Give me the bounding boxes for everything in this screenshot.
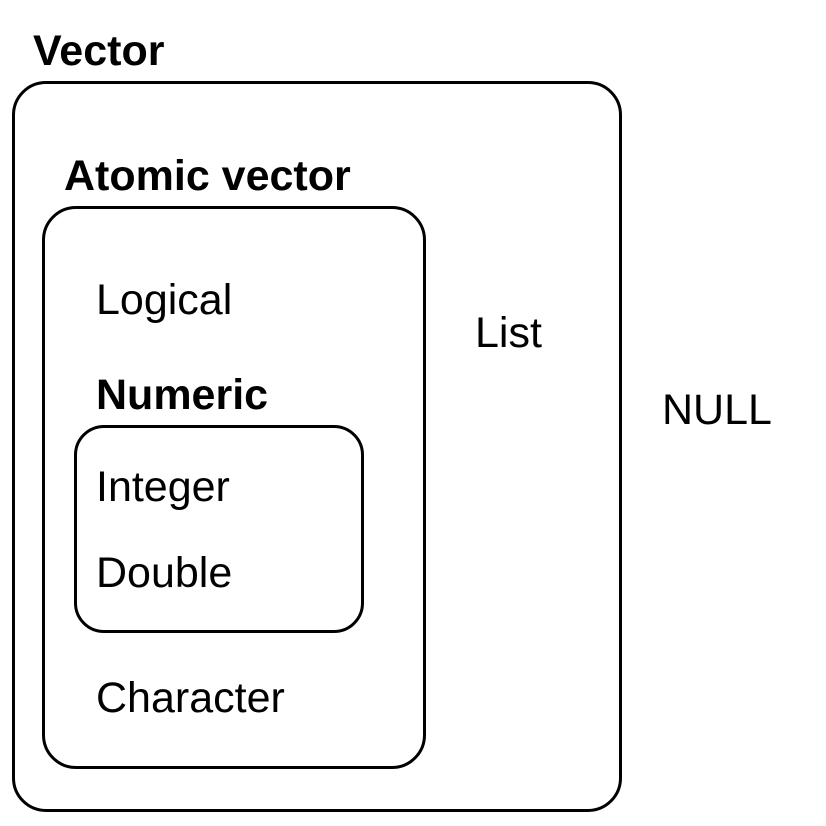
null-label: NULL [662,386,772,434]
atomic-vector-container [42,206,426,769]
atomic-vector-title: Atomic vector [64,152,351,200]
logical-label: Logical [96,276,233,324]
character-label: Character [96,674,285,722]
numeric-container [74,425,364,633]
numeric-title: Numeric [96,371,269,419]
double-label: Double [96,549,233,597]
integer-label: Integer [96,463,230,511]
vector-title: Vector [33,27,165,75]
vector-container [12,81,622,812]
list-label: List [475,309,542,357]
